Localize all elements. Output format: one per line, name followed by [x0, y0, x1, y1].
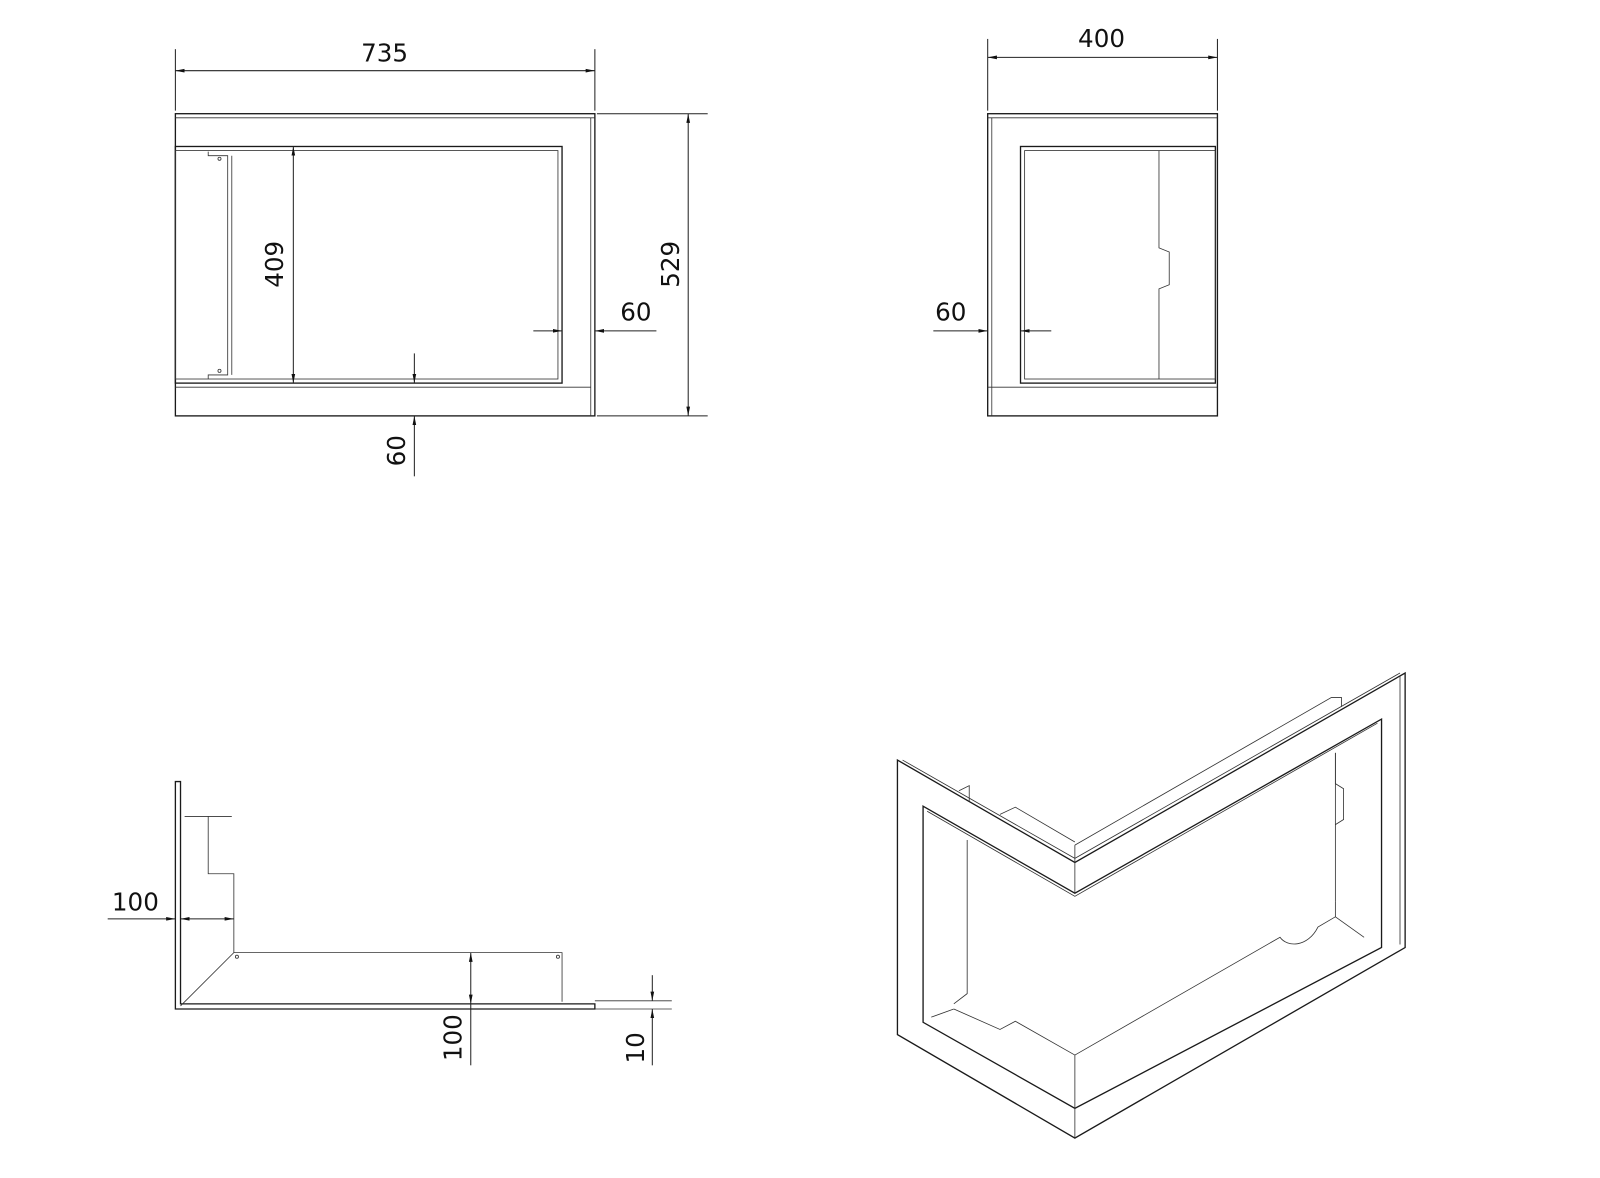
- width-dimension: 735: [361, 38, 408, 67]
- bottom-frame-dimension: 60: [382, 435, 411, 466]
- side-view: 400 60: [933, 24, 1219, 417]
- top-view: 100 100 10: [107, 780, 672, 1066]
- opening-height-dimension: 409: [260, 241, 289, 288]
- plate-height-dimension: 100: [439, 1014, 468, 1061]
- side-width-dimension: 400: [1078, 24, 1125, 53]
- height-dimension: 529: [656, 241, 685, 288]
- isometric-view: [896, 671, 1406, 1139]
- side-frame-dimension: 60: [620, 298, 651, 327]
- thickness-dimension: 10: [621, 1032, 650, 1063]
- depth-dimension: 100: [112, 888, 159, 917]
- side-frame-dimension: 60: [935, 298, 966, 327]
- front-view: 735 529 409 60 60: [174, 38, 708, 477]
